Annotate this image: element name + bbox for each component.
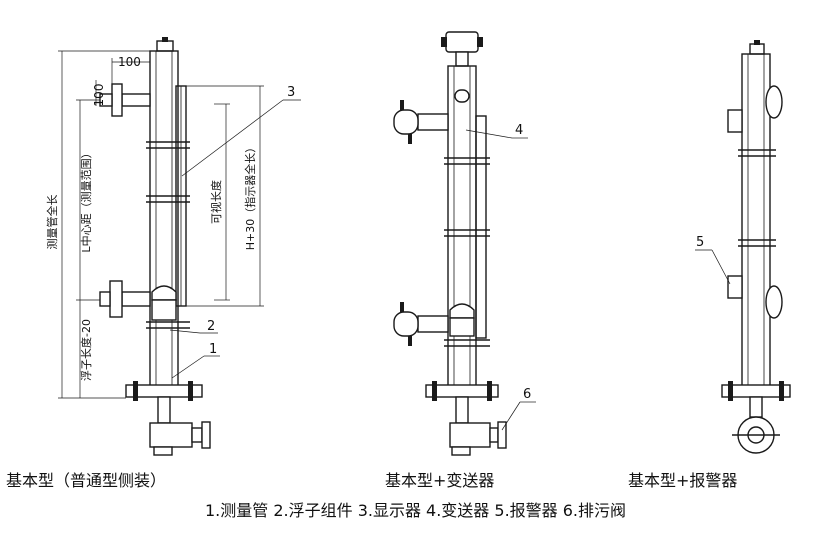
caption-transmitter: 基本型+变送器 xyxy=(385,471,495,490)
visible-length-label: 可视长度 xyxy=(209,180,223,224)
callout-6: 6 xyxy=(523,387,531,402)
basic-side-mount-assembly xyxy=(58,37,301,456)
dim-100-horizontal: 100 xyxy=(118,55,141,69)
callout-4: 4 xyxy=(515,123,523,138)
callout-5: 5 xyxy=(696,235,704,250)
transmitter-assembly xyxy=(393,31,536,456)
indicator-length-label: H+30（指示器全长） xyxy=(243,142,257,251)
callout-3: 3 xyxy=(287,85,295,100)
caption-alarm: 基本型+报警器 xyxy=(628,471,738,490)
tube-total-length-label: 测量管全长 xyxy=(45,195,59,250)
float-length-label: 浮子长度-20 xyxy=(79,319,93,381)
callout-1: 1 xyxy=(209,342,217,357)
center-distance-label: L中心距（测量范围） xyxy=(79,147,93,252)
caption-basic-side-mount: 基本型（普通型侧装） xyxy=(6,471,167,490)
alarm-assembly xyxy=(695,40,791,454)
dim-100-vertical: 100 xyxy=(92,84,106,107)
callout-2: 2 xyxy=(207,319,215,334)
parts-legend: 1.测量管 2.浮子组件 3.显示器 4.变送器 5.报警器 6.排污阀 xyxy=(204,501,627,520)
